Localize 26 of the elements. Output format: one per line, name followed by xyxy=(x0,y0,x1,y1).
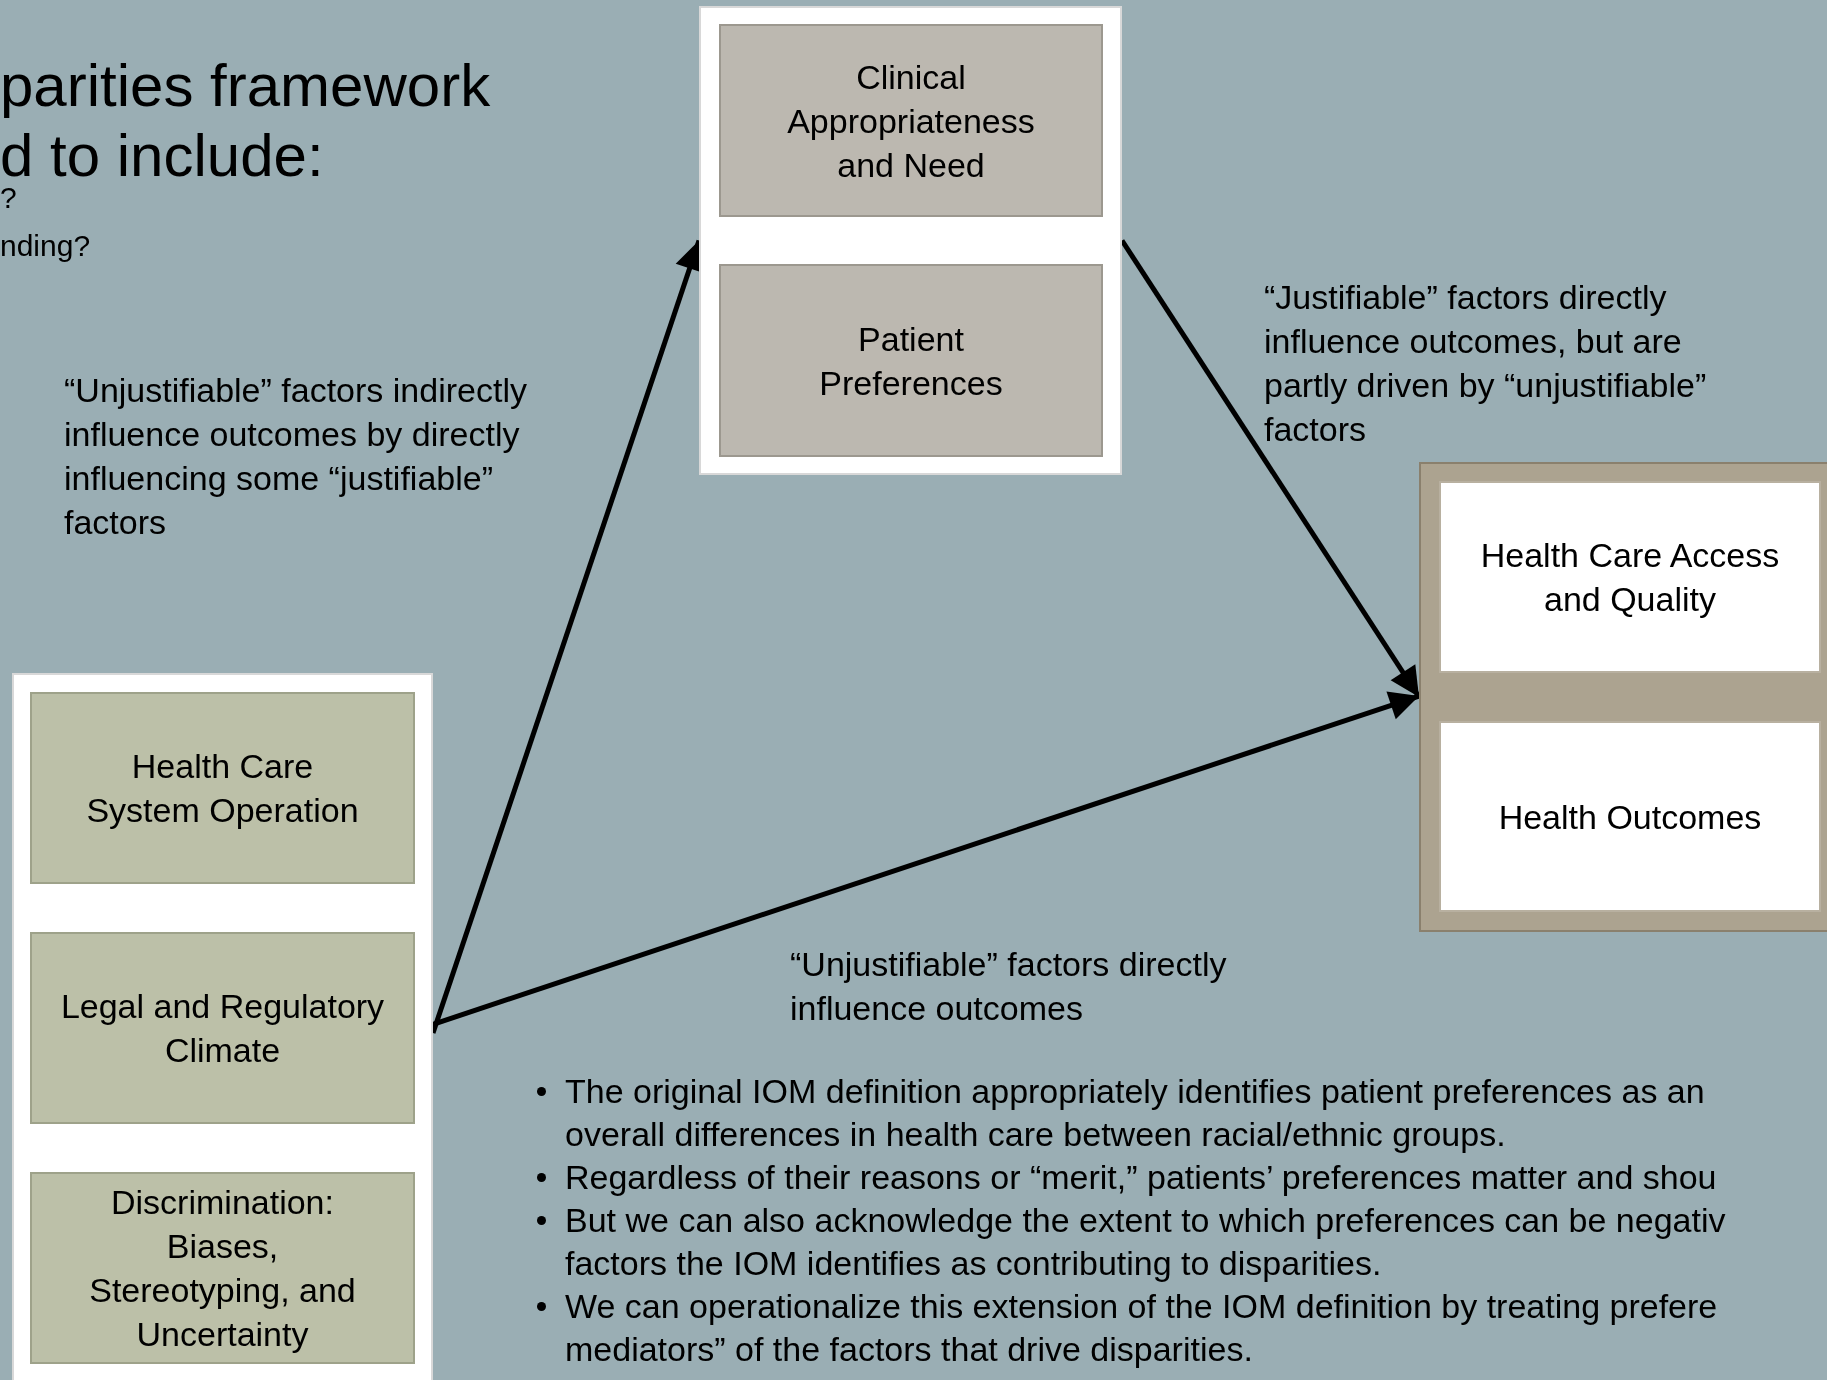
edge-label: “Justifiable” factors directly influence outcomes, but are partly driven by “unjustifiable” factors xyxy=(1264,277,1708,450)
factor-label: Health Care Access and Quality xyxy=(1479,535,1781,620)
factor-box xyxy=(719,24,1103,217)
group-panel xyxy=(699,6,1122,475)
edge-label: “Unjustifiable” factors directly influence outcomes xyxy=(790,944,1228,1029)
factor-label: Clinical Appropriateness and Need xyxy=(786,56,1036,186)
bullet-text: But we can also acknowledge the extent to which preferences can be negativ factors the IOM identifies as contributing to disparities. xyxy=(565,1200,1727,1284)
factor-box xyxy=(1439,481,1821,673)
factor-label: Health Care System Operation xyxy=(85,746,360,831)
bullet-text: The original IOM definition appropriately identifies patient preferences as an overall differences in health care between racial/ethnic groups. xyxy=(565,1071,1706,1155)
factor-label: Health Outcomes xyxy=(1498,796,1762,838)
factor-box xyxy=(30,932,415,1124)
factor-box xyxy=(30,692,415,884)
group-panel xyxy=(1419,462,1827,932)
title-line: parities framework xyxy=(0,51,491,121)
factor-label: Patient Preferences xyxy=(818,318,1004,404)
subtitle-text: nding? xyxy=(0,228,91,264)
factor-box xyxy=(30,1172,415,1364)
factor-label: Discrimination: Biases, Stereotyping, and Uncertainty xyxy=(88,1182,357,1355)
bullet-text: We can operationalize this extension of the IOM definition by treating prefere mediators” of the factors that drive disparities. xyxy=(565,1286,1719,1370)
factor-box xyxy=(719,264,1103,457)
group-panel xyxy=(12,673,433,1380)
edge-label: “Unjustifiable” factors indirectly influence outcomes by directly influencing some “justifiable” factors xyxy=(64,370,528,543)
bullet-text: Regardless of their reasons or “merit,” patients’ preferences matter and shou xyxy=(565,1157,1718,1198)
factor-label: Legal and Regulatory Climate xyxy=(59,986,386,1071)
factor-box xyxy=(1439,721,1821,912)
